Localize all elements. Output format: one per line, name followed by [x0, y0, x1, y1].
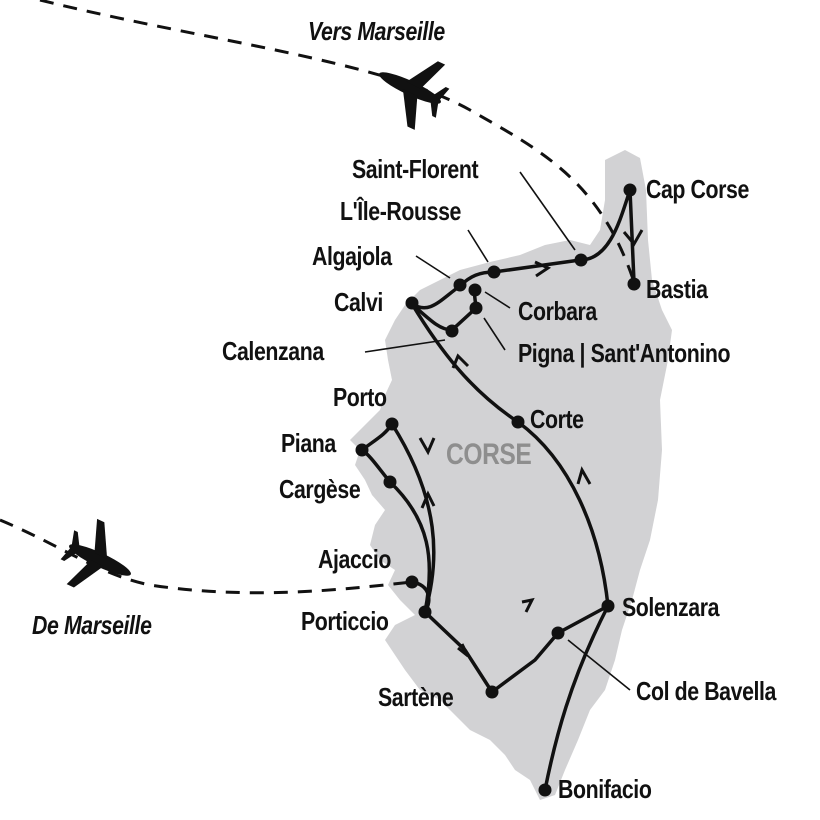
stop-label-bastia: Bastia — [646, 274, 708, 304]
flight-label-outbound: Vers Marseille — [308, 16, 445, 46]
stop-label-sartene: Sartène — [378, 682, 454, 712]
stop-label-porto: Porto — [333, 382, 387, 412]
leader-lines — [364, 171, 631, 691]
stop-label-ile-rousse: L'Île-Rousse — [340, 196, 462, 226]
stop-label-saint-florent: Saint-Florent — [352, 154, 479, 184]
stop-label-algajola: Algajola — [312, 241, 392, 271]
flight-path-inbound — [0, 518, 413, 595]
stop-label-piana: Piana — [281, 428, 336, 458]
stop-label-porticcio: Porticcio — [301, 606, 389, 636]
region-label: CORSE — [446, 438, 532, 471]
stop-label-calvi: Calvi — [334, 287, 383, 317]
route-arrows — [418, 229, 644, 658]
route-stops — [355, 183, 641, 797]
flight-path-outbound — [39, 0, 636, 283]
stop-label-solenzara: Solenzara — [622, 592, 720, 622]
stop-label-ajaccio: Ajaccio — [318, 544, 391, 574]
stop-label-cargese: Cargèse — [279, 474, 361, 504]
airplane-icon — [379, 61, 450, 130]
flight-label-inbound: De Marseille — [32, 610, 152, 640]
stop-label-corbara: Corbara — [518, 296, 597, 326]
stop-label-corte: Corte — [530, 404, 584, 434]
stop-label-calenzana: Calenzana — [222, 336, 324, 366]
stop-label-col-de-bavella: Col de Bavella — [636, 676, 777, 706]
stop-label-cap-corse: Cap Corse — [646, 174, 749, 204]
stop-label-bonifacio: Bonifacio — [558, 774, 652, 804]
airplane-icon — [60, 518, 131, 588]
stop-label-pigna: Pigna | Sant'Antonino — [518, 338, 731, 368]
